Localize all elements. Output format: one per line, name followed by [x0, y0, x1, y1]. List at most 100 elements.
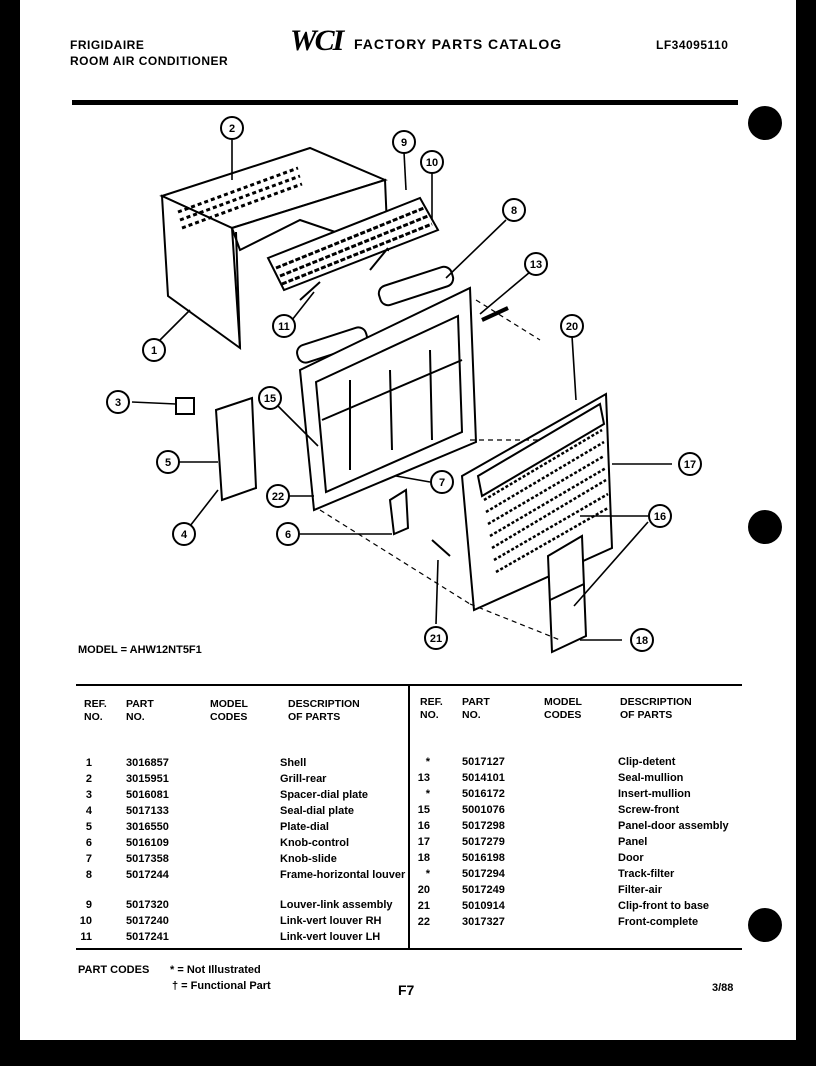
- part-number-cell: 5016081: [126, 789, 169, 801]
- callout-label: 7: [439, 477, 445, 489]
- callout-label: 15: [264, 393, 276, 405]
- part-number-cell: 5017320: [126, 899, 169, 911]
- table-row: 18 5016198 Door: [410, 851, 740, 865]
- ref-cell: 1: [85, 757, 92, 769]
- part-number-cell: 5016172: [462, 788, 505, 800]
- part-number-cell: 5014101: [462, 772, 505, 784]
- callout-label: 18: [636, 635, 648, 647]
- part-number-cell: 5016198: [462, 852, 505, 864]
- callout-label: 20: [566, 321, 578, 333]
- ref-cell: 3: [85, 789, 92, 801]
- part-code-functional: † = Functional Part: [172, 980, 271, 992]
- callout-circle: [272, 314, 296, 338]
- part-code-not-illustrated: * = Not Illustrated: [170, 964, 261, 976]
- callout-label: 9: [401, 137, 407, 149]
- callout-circle: [156, 450, 180, 474]
- callout-circle: [424, 626, 448, 650]
- callout-label: 13: [530, 259, 542, 271]
- part-number-cell: 5017358: [126, 853, 169, 865]
- callout-circle: [142, 338, 166, 362]
- callout-circle: [276, 522, 300, 546]
- binder-hole-middle: [748, 510, 782, 544]
- desc-header-right: DESCRIPTION OF PARTS: [620, 696, 692, 721]
- callout-circle: [172, 522, 196, 546]
- ref-cell: 9: [85, 899, 92, 911]
- callout-label: 1: [151, 345, 157, 357]
- part-number-cell: 3016550: [126, 821, 169, 833]
- callout-circle: [106, 390, 130, 414]
- table-bottom-rule: [76, 948, 742, 950]
- ref-cell: 2: [85, 773, 92, 785]
- header-rule: [72, 100, 738, 105]
- catalog-date: 3/88: [712, 982, 734, 994]
- description-cell: Filter-air: [618, 884, 663, 896]
- table-row: * 5016172 Insert-mullion: [410, 787, 740, 801]
- part-number-cell: 5017279: [462, 836, 505, 848]
- part-number-cell: 5017249: [462, 884, 505, 896]
- callout-circle: [220, 116, 244, 140]
- table-row: 22 3017327 Front-complete: [410, 915, 740, 929]
- description-cell: Louver-link assembly: [280, 899, 393, 911]
- callout-circle: [630, 628, 654, 652]
- ref-cell: 4: [85, 805, 92, 817]
- ref-cell: *: [425, 756, 430, 768]
- ref-cell: 16: [417, 820, 430, 832]
- description-cell: Front-complete: [618, 916, 699, 928]
- callout-label: 6: [285, 529, 291, 541]
- model-header-left: MODEL CODES: [210, 698, 248, 723]
- description-cell: Shell: [280, 757, 307, 769]
- callout-circle: [392, 130, 416, 154]
- ref-cell: 11: [80, 931, 92, 943]
- door-part: [546, 534, 588, 654]
- ref-cell: 5: [85, 821, 92, 833]
- description-cell: Door: [618, 852, 644, 864]
- part-number-cell: 5017127: [462, 756, 505, 768]
- catalog-number: LF34095110: [656, 38, 729, 52]
- description-cell: Track-filter: [618, 868, 675, 880]
- part-number-cell: 5017298: [462, 820, 505, 832]
- callout-circle: [648, 504, 672, 528]
- ref-cell: 7: [85, 853, 92, 865]
- callout-circle: [524, 252, 548, 276]
- callout-label: 17: [684, 459, 696, 471]
- ref-header-right: REF. NO.: [420, 696, 443, 721]
- ref-cell: 6: [85, 837, 92, 849]
- ref-cell: 10: [79, 915, 92, 927]
- ref-cell: 18: [417, 852, 430, 864]
- callout-circle: [430, 470, 454, 494]
- product-subtitle: ROOM AIR CONDITIONER: [70, 54, 229, 68]
- callout-label: 16: [654, 511, 666, 523]
- part-codes-label: PART CODES: [78, 964, 150, 976]
- table-row: * 5017127 Clip-detent: [410, 755, 740, 769]
- description-cell: Frame-horizontal louver: [280, 869, 406, 881]
- ref-cell: *: [425, 788, 430, 800]
- part-number-cell: 5017241: [126, 931, 169, 943]
- part-number-cell: 5017240: [126, 915, 169, 927]
- description-cell: Clip-detent: [618, 756, 676, 768]
- binder-hole-top: [748, 106, 782, 140]
- description-cell: Insert-mullion: [618, 788, 691, 800]
- table-row: 9 5017320 Louver-link assembly: [72, 898, 402, 912]
- ref-cell: 21: [417, 900, 430, 912]
- part-number-cell: 3017327: [462, 916, 505, 928]
- callout-label: 8: [511, 205, 517, 217]
- callout-circle: [560, 314, 584, 338]
- ref-cell: 22: [417, 916, 430, 928]
- description-cell: Knob-slide: [280, 853, 337, 865]
- callout-label: 22: [272, 491, 284, 503]
- ref-cell: 13: [417, 772, 430, 784]
- description-cell: Grill-rear: [280, 773, 327, 785]
- description-cell: Clip-front to base: [618, 900, 710, 912]
